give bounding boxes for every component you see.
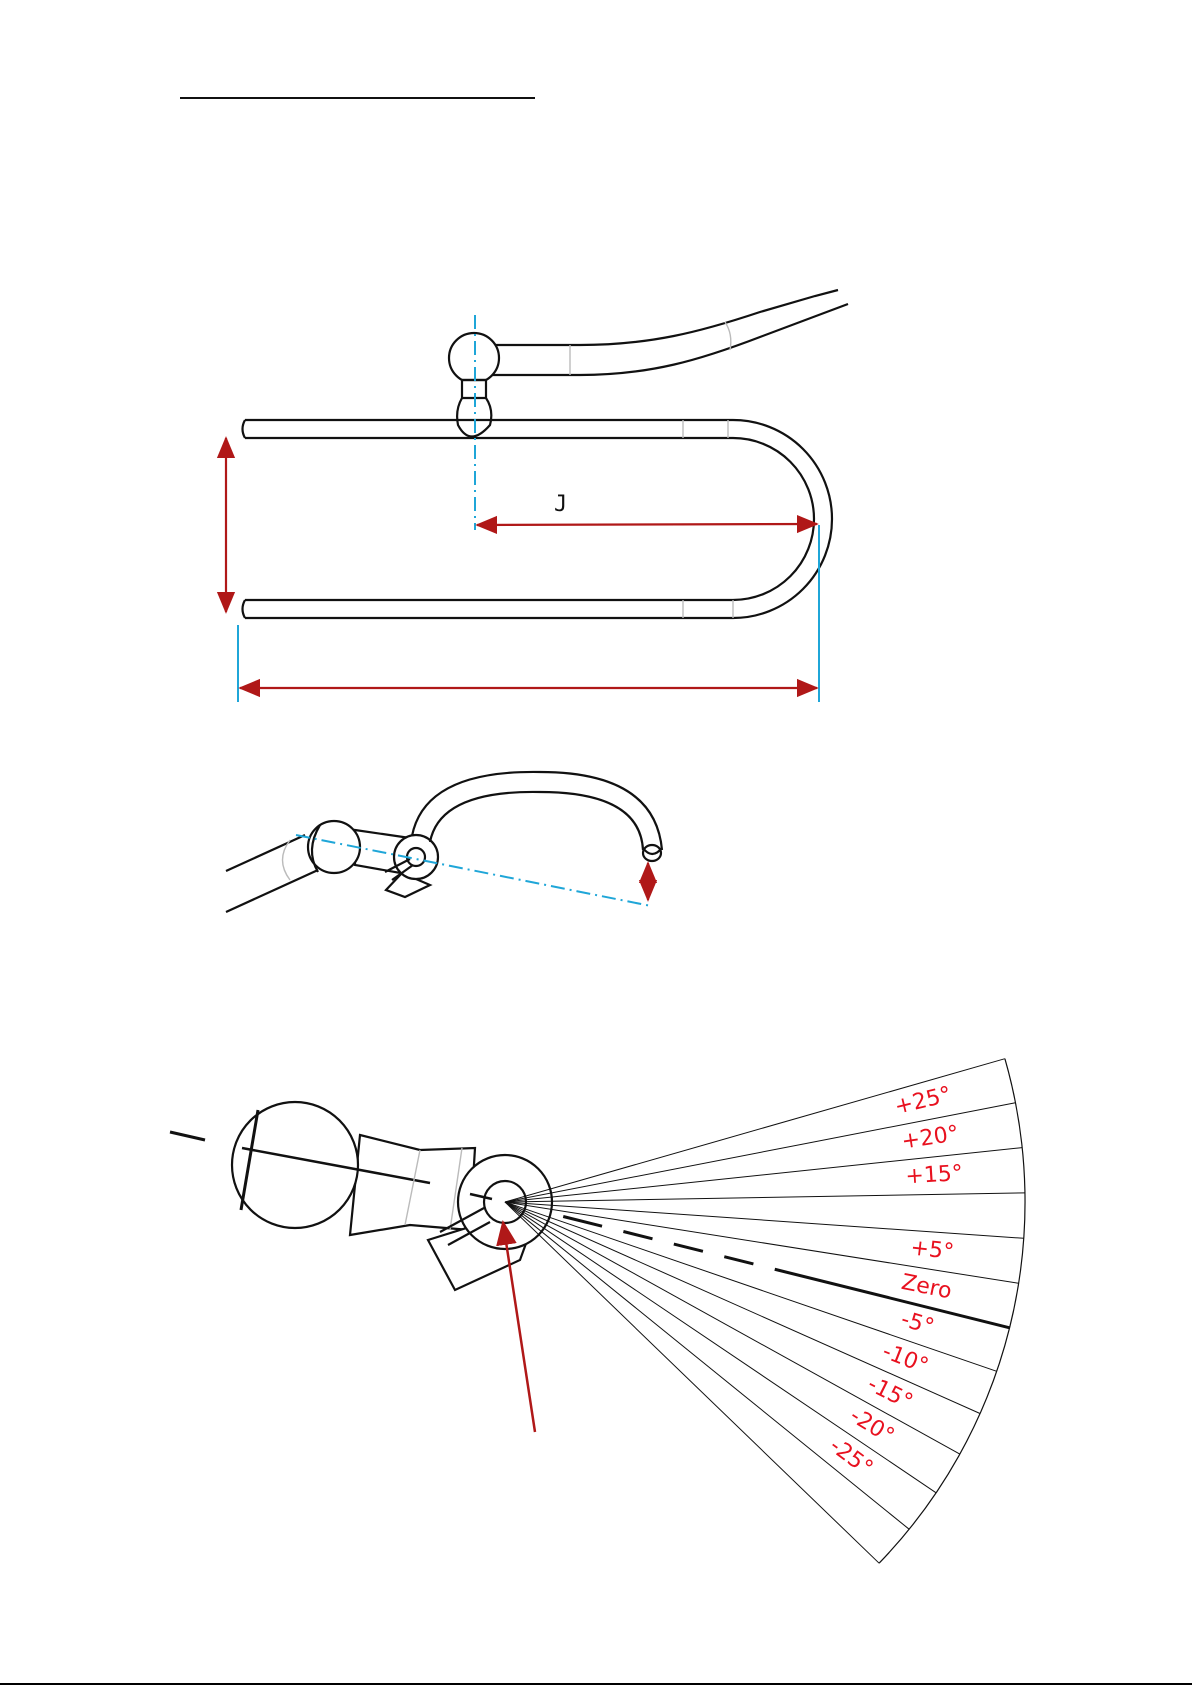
- protractor-ray: [505, 1202, 936, 1493]
- protractor-ray: [505, 1202, 960, 1454]
- protractor-ray: [505, 1202, 879, 1563]
- u-tube: [243, 420, 833, 618]
- side-view: [226, 772, 662, 912]
- angle-label: -25°: [825, 1433, 878, 1481]
- top-centerlines: [238, 315, 819, 702]
- angle-label: Zero: [899, 1270, 954, 1305]
- side-arm-joint: [283, 840, 291, 880]
- upper-arm-joints: [570, 322, 731, 375]
- upper-arm: [492, 290, 848, 375]
- protractor-ray: [505, 1202, 909, 1529]
- detail-ball-joint: [170, 1102, 475, 1235]
- side-centerline: [296, 835, 651, 906]
- top-view: J: [226, 290, 848, 702]
- side-loop: [412, 772, 662, 861]
- angle-label: -5°: [898, 1307, 937, 1340]
- angle-label: -10°: [879, 1339, 932, 1379]
- top-dimensions: [226, 438, 817, 688]
- protractor-detail: +25°+20°+15°+5°Zero-5°-10°-15°-20°-25°: [170, 1059, 1025, 1564]
- j-dimension: [477, 524, 817, 525]
- angle-label: -15°: [863, 1372, 916, 1415]
- j-dimension-label: J: [554, 492, 567, 517]
- side-arm: [226, 835, 318, 912]
- angle-label: +5°: [909, 1235, 955, 1265]
- angle-label: +15°: [905, 1161, 964, 1189]
- protractor-ray: [505, 1202, 1010, 1328]
- protractor-labels: +25°+20°+15°+5°Zero-5°-10°-15°-20°-25°: [825, 1082, 964, 1481]
- u-tube-joints: [683, 420, 733, 618]
- angle-label: +20°: [900, 1121, 961, 1154]
